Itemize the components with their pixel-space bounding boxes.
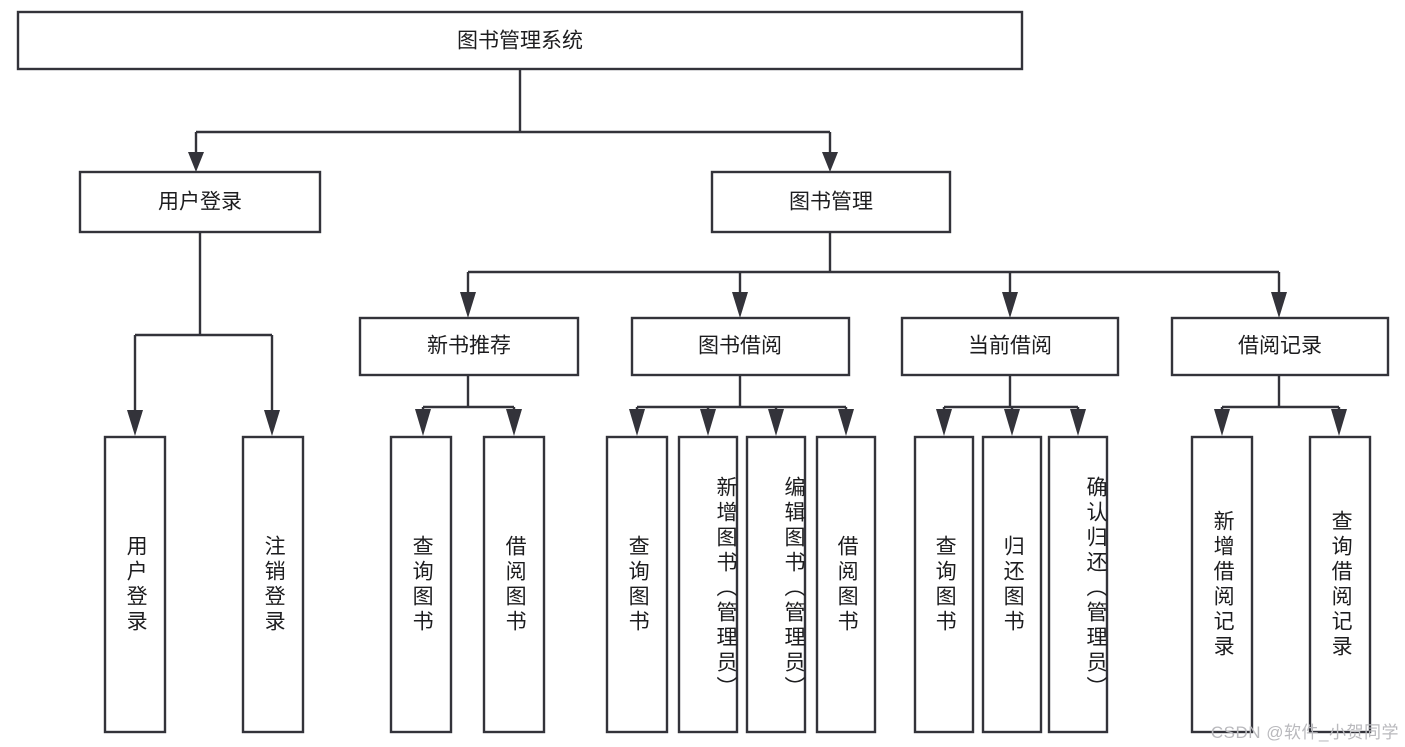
node-book-manage-box[interactable] xyxy=(710,170,952,234)
arrow-head-leaf-borrow-book-1 xyxy=(506,409,522,436)
node-leaf-borrow-book-1-box[interactable] xyxy=(482,435,546,734)
arrow-head-leaf-edit-book xyxy=(768,409,784,436)
arrow-head-borrow-record xyxy=(1271,292,1287,318)
node-leaf-user-login-box[interactable] xyxy=(103,435,167,734)
csdn-watermark: CSDN @软件_小贺同学 xyxy=(1210,723,1399,742)
node-book-manage-label: 图书管理 xyxy=(789,191,873,214)
connector-group-user-login xyxy=(127,232,280,436)
connector-group-borrow-record xyxy=(1214,375,1347,436)
node-book-borrow-box[interactable] xyxy=(630,316,851,377)
connector-group-book-manage xyxy=(460,232,1287,318)
arrow-head-leaf-confirm-return xyxy=(1070,409,1086,436)
node-book-manage[interactable]: 图书管理 xyxy=(710,170,952,234)
arrow-head-leaf-query-book-3 xyxy=(936,409,952,436)
node-book-borrow[interactable]: 图书借阅 xyxy=(630,316,851,377)
node-leaf-query-book-1-box[interactable] xyxy=(389,435,453,734)
arrow-head-leaf-add-book xyxy=(700,409,716,436)
node-new-book-rec[interactable]: 新书推荐 xyxy=(358,316,580,377)
node-new-book-rec-label: 新书推荐 xyxy=(427,335,511,358)
arrow-head-leaf-add-record xyxy=(1214,409,1230,436)
arrow-head-leaf-logout-login xyxy=(264,410,280,436)
node-leaf-confirm-return-box[interactable] xyxy=(1047,435,1109,734)
node-borrow-record[interactable]: 借阅记录 xyxy=(1170,316,1390,377)
node-leaf-query-record-box[interactable] xyxy=(1308,435,1372,734)
node-new-book-rec-box[interactable] xyxy=(358,316,580,377)
arrow-head-book-manage xyxy=(822,152,838,172)
node-user-login[interactable]: 用户登录 xyxy=(78,170,322,234)
node-current-borrow-label: 当前借阅 xyxy=(968,335,1052,358)
arrow-head-leaf-query-book-2 xyxy=(629,409,645,436)
node-leaf-borrow-book-2-box[interactable] xyxy=(815,435,877,734)
connector-group-root xyxy=(188,69,838,172)
arrow-head-leaf-query-book-1 xyxy=(415,409,431,436)
node-root[interactable]: 图书管理系统 xyxy=(16,10,1024,71)
arrow-head-leaf-user-login xyxy=(127,410,143,436)
arrow-head-book-borrow xyxy=(732,292,748,318)
arrow-head-leaf-query-record xyxy=(1331,409,1347,436)
node-user-login-label: 用户登录 xyxy=(158,191,242,214)
node-root-box[interactable] xyxy=(16,10,1024,71)
node-current-borrow[interactable]: 当前借阅 xyxy=(900,316,1120,377)
node-root-label: 图书管理系统 xyxy=(457,30,583,53)
arrow-head-leaf-borrow-book-2 xyxy=(838,409,854,436)
node-current-borrow-box[interactable] xyxy=(900,316,1120,377)
node-leaf-add-record-box[interactable] xyxy=(1190,435,1254,734)
node-leaf-edit-book-box[interactable] xyxy=(745,435,807,734)
node-leaf-logout-login-box[interactable] xyxy=(241,435,305,734)
node-leaf-add-book-box[interactable] xyxy=(677,435,739,734)
node-borrow-record-label: 借阅记录 xyxy=(1238,335,1322,358)
node-leaf-query-book-3-box[interactable] xyxy=(913,435,975,734)
leaf-boxes xyxy=(103,435,1372,734)
connector-group-book-borrow xyxy=(629,375,854,436)
node-leaf-query-book-2-box[interactable] xyxy=(605,435,669,734)
node-book-borrow-label: 图书借阅 xyxy=(698,335,782,358)
arrow-head-new-book-rec xyxy=(460,292,476,318)
node-leaf-return-book-box[interactable] xyxy=(981,435,1043,734)
connector-group-current-borrow xyxy=(936,375,1086,436)
arrow-head-leaf-return-book xyxy=(1004,409,1020,436)
arrow-head-user-login xyxy=(188,152,204,172)
arrow-head-current-borrow xyxy=(1002,292,1018,318)
node-user-login-box[interactable] xyxy=(78,170,322,234)
connector-group-new-book-rec xyxy=(415,375,522,436)
node-borrow-record-box[interactable] xyxy=(1170,316,1390,377)
